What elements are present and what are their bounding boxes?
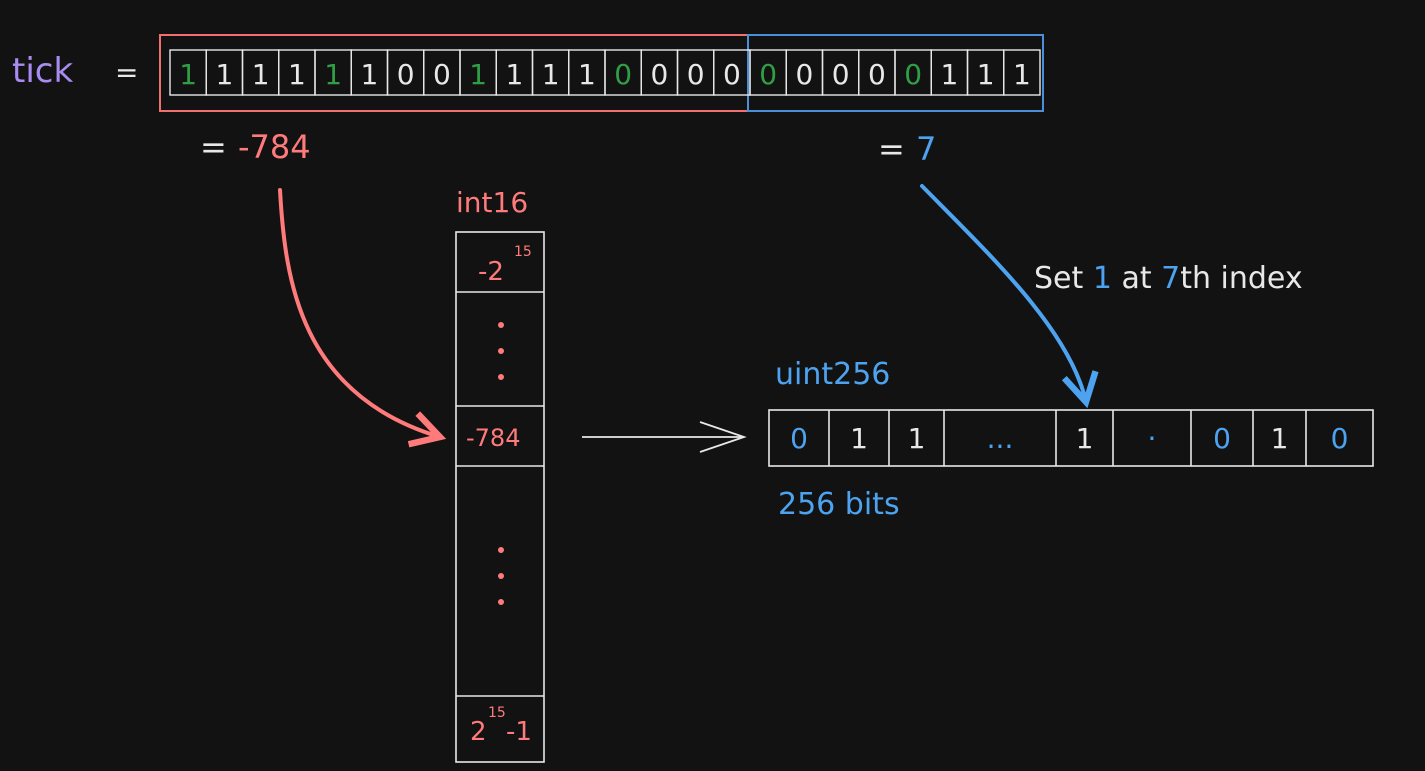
int16-column bbox=[455, 231, 545, 763]
uint256-box bbox=[768, 409, 1374, 467]
set-bit-value: 1 bbox=[1093, 261, 1112, 296]
bit-value: 0 bbox=[759, 58, 777, 91]
bit-value: 1 bbox=[288, 58, 306, 91]
bit-value: 1 bbox=[324, 58, 342, 91]
bit-value: 7 bbox=[916, 130, 936, 168]
word-position-arrow bbox=[278, 188, 447, 448]
bit-value: 1 bbox=[940, 58, 958, 91]
bit-value-equals: = bbox=[878, 130, 905, 168]
int16-max-exponent: 15 bbox=[488, 705, 506, 721]
bit-position-arrow bbox=[920, 184, 1099, 409]
bit-value: 0 bbox=[687, 58, 705, 91]
bit-value: 0 bbox=[723, 58, 741, 91]
set-bit-annotation: Set 1 at 7th index bbox=[1034, 261, 1303, 296]
index-text: th index bbox=[1180, 261, 1302, 296]
bit-value: 0 bbox=[795, 58, 813, 91]
int16-min-base: -2 bbox=[478, 257, 504, 287]
uint256-cell: ... bbox=[987, 422, 1014, 455]
bit-value: 0 bbox=[650, 58, 668, 91]
bit-value: 0 bbox=[868, 58, 886, 91]
ellipsis-dot bbox=[498, 348, 504, 354]
tick-label: tick bbox=[12, 51, 73, 91]
bit-value: 1 bbox=[505, 58, 523, 91]
uint256-title: uint256 bbox=[775, 357, 890, 392]
bit-value: 0 bbox=[904, 58, 922, 91]
set-text: Set bbox=[1034, 261, 1093, 296]
int16-title: int16 bbox=[456, 186, 528, 219]
int16-max-base: 2 bbox=[470, 717, 487, 747]
lower-bits-box bbox=[747, 34, 1044, 112]
bit-value: 1 bbox=[578, 58, 596, 91]
bit-value: 0 bbox=[397, 58, 415, 91]
bit-cell bbox=[1003, 49, 1041, 96]
bit-value: 0 bbox=[614, 58, 632, 91]
bit-value: 1 bbox=[469, 58, 487, 91]
uint256-cell: 1 bbox=[1271, 422, 1289, 455]
uint256-cell: 1 bbox=[908, 422, 926, 455]
bits-count-label: 256 bits bbox=[778, 487, 900, 522]
bit-value: 1 bbox=[360, 58, 378, 91]
bit-value: 1 bbox=[252, 58, 270, 91]
word-value-equals: = bbox=[200, 128, 227, 166]
ellipsis-dot bbox=[498, 573, 504, 579]
ellipsis-dot bbox=[498, 374, 504, 380]
uint256-cell: 1 bbox=[850, 422, 868, 455]
int16-row-value: -784 bbox=[466, 424, 520, 452]
uint256-cell: 1 bbox=[1076, 422, 1094, 455]
bit-value: 1 bbox=[179, 58, 197, 91]
uint256-cell: 0 bbox=[1331, 422, 1349, 455]
mapping-arrow-head bbox=[699, 421, 747, 453]
uint256-cell: 0 bbox=[790, 422, 808, 455]
bit-value: 1 bbox=[977, 58, 995, 91]
ellipsis-dot bbox=[498, 322, 504, 328]
uint256-cell: · bbox=[1148, 422, 1157, 455]
uint256-cell: 0 bbox=[1213, 422, 1231, 455]
ellipsis-dot bbox=[498, 547, 504, 553]
bit-value: 0 bbox=[832, 58, 850, 91]
int16-max-suffix: -1 bbox=[506, 717, 532, 747]
bit-value: 1 bbox=[542, 58, 560, 91]
tick-equals: = bbox=[115, 56, 138, 89]
set-index-value: 7 bbox=[1161, 261, 1180, 296]
bit-value: 1 bbox=[215, 58, 233, 91]
ellipsis-dot bbox=[498, 599, 504, 605]
int16-min-exponent: 15 bbox=[514, 244, 532, 260]
word-value: -784 bbox=[238, 128, 311, 166]
bit-value: 1 bbox=[1013, 58, 1031, 91]
bit-value: 0 bbox=[433, 58, 451, 91]
at-text: at bbox=[1112, 261, 1161, 296]
uint256-cells: 0 1 1... 1 · 0 1 0 bbox=[768, 409, 1374, 467]
